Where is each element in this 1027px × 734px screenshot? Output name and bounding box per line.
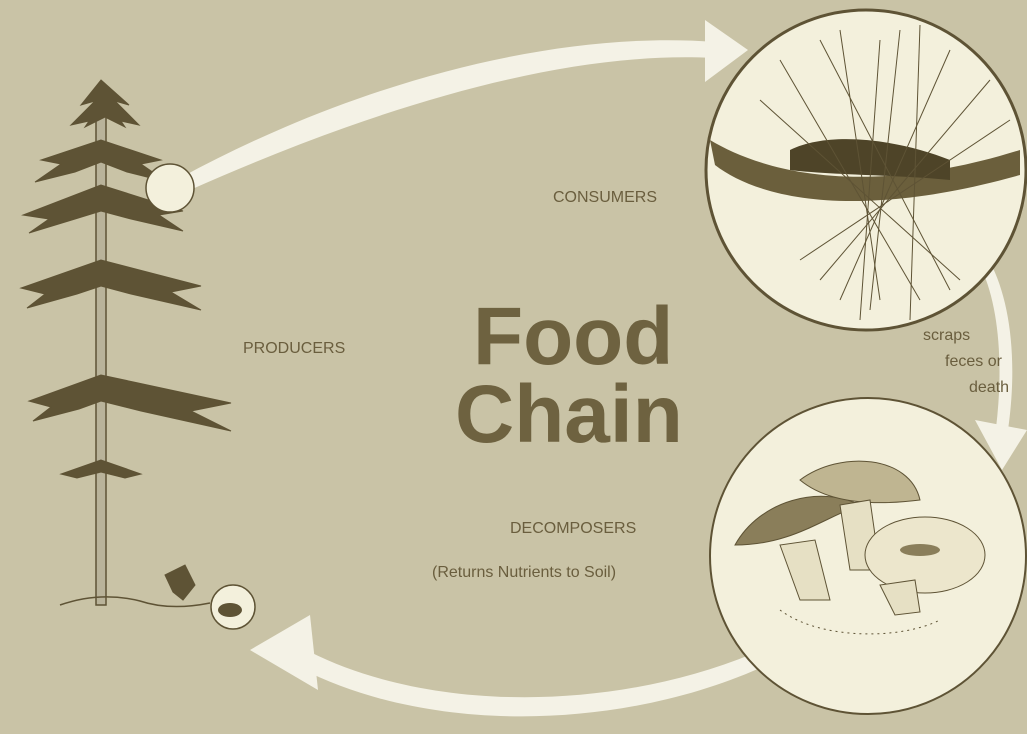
transfer-label-feces: feces or [945, 353, 1002, 371]
pine-tree-icon [21, 80, 231, 607]
arrow-decomposers-to-producers [250, 615, 760, 716]
consumers-label: CONSUMERS [553, 189, 657, 207]
producer-zoom-circle [146, 164, 194, 212]
diagram-title-line1: Food [473, 296, 673, 378]
soil-organism-icon [211, 585, 255, 629]
producers-label: PRODUCERS [243, 340, 345, 358]
caterpillar-on-branch-icon [706, 10, 1026, 330]
mushrooms-icon [710, 398, 1026, 714]
arrow-producers-to-consumers [180, 20, 748, 190]
transfer-label-death: death [969, 379, 1009, 397]
diagram-title-line2: Chain [455, 374, 683, 456]
decomposers-label: DECOMPOSERS [510, 520, 636, 538]
decomposers-note: (Returns Nutrients to Soil) [432, 564, 616, 582]
transfer-label-scraps: scraps [923, 327, 970, 345]
